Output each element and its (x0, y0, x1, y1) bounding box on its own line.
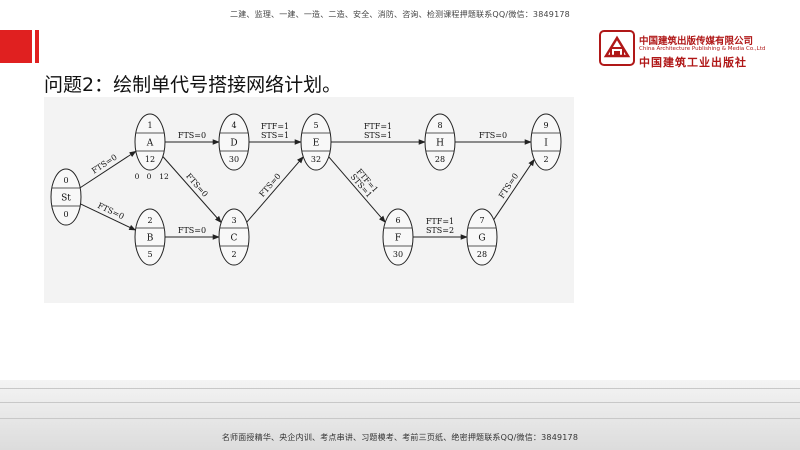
node-I: 9I 2 (530, 113, 562, 171)
node-number: 5 (313, 121, 318, 130)
node-G: 7G 28 (466, 208, 498, 266)
node-D: 4D 30 (218, 113, 250, 171)
node-number: 8 (437, 121, 442, 130)
link-E-F (328, 156, 386, 223)
publisher-name-en: China Architecture Publishing & Media Co… (639, 46, 766, 52)
link-G-I (493, 158, 535, 220)
accent-bar-thin (35, 30, 39, 63)
node-duration: 12 (145, 155, 155, 164)
link-label: FTS=0 (479, 131, 507, 140)
node-name: C (231, 234, 238, 244)
node-name: E (313, 139, 320, 149)
node-duration: 2 (543, 155, 548, 164)
node-duration: 28 (477, 250, 487, 259)
accent-bar (0, 30, 32, 63)
link-A-C (162, 156, 222, 224)
node-number: 3 (231, 216, 236, 225)
node-duration: 0 (63, 210, 68, 219)
header-note: 二建、监理、一建、一造、二造、安全、消防、咨询、检测课程押题联系QQ/微信：38… (230, 10, 570, 19)
node-number: 4 (231, 121, 236, 130)
link-label: FTF=1 (364, 122, 392, 131)
node-duration: 2 (231, 250, 236, 259)
node-name: H (436, 139, 444, 149)
node-name: St (61, 194, 71, 204)
node-name: A (146, 139, 154, 149)
publisher-logo-icon (599, 30, 635, 66)
node-name: D (230, 139, 237, 149)
node-ellipse (382, 208, 414, 266)
node-a-time-0: 0 (135, 172, 140, 181)
question-title: 问题2：绘制单代号搭接网络计划。 (44, 74, 342, 96)
node-number: 7 (479, 216, 484, 225)
footer-note: 名师面授精华、央企内训、考点串讲、习题模考、考前三页纸、绝密押题联系QQ/微信：… (221, 433, 579, 442)
publisher-name-2: 中国建筑工业出版社 (639, 56, 747, 69)
node-E: 5E 32 (300, 113, 332, 171)
link-C-E (246, 156, 304, 223)
node-name: I (544, 139, 548, 149)
node-name: F (395, 234, 401, 244)
node-ellipse (300, 113, 332, 171)
node-name: G (478, 234, 485, 244)
node-ellipse (134, 208, 166, 266)
floor-background (0, 380, 800, 450)
node-B: 2B 5 (134, 208, 166, 266)
link-label: FTS=0 (178, 131, 206, 140)
node-a-time-2: 12 (159, 172, 169, 181)
link-St-A (79, 150, 137, 189)
node-ellipse (424, 113, 456, 171)
node-name: B (147, 234, 154, 244)
link-St-B (80, 203, 137, 231)
node-number: 9 (543, 121, 548, 130)
link-label: FTS=0 (178, 226, 206, 235)
node-ellipse (134, 113, 166, 171)
link-label-2: STS=2 (426, 226, 454, 235)
link-label-2: STS=1 (364, 131, 392, 140)
network-svg: FTS=0FTS=0FTS=0FTS=0FTS=0FTF=1STS=1FTS=0… (50, 113, 562, 266)
node-a-time-1: 0 (147, 172, 152, 181)
node-ellipse (218, 113, 250, 171)
node-duration: 30 (393, 250, 403, 259)
link-label: FTF=1 (426, 217, 454, 226)
node-A: 1A 12 (134, 113, 166, 171)
node-number: 0 (63, 176, 68, 185)
node-duration: 28 (435, 155, 445, 164)
link-label: FTF=1 (261, 122, 289, 131)
node-C: 3C 2 (218, 208, 250, 266)
node-H: 8H 28 (424, 113, 456, 171)
node-F: 6F 30 (382, 208, 414, 266)
publisher-name: 中国建筑出版传媒有限公司 (639, 36, 754, 47)
node-number: 2 (147, 216, 152, 225)
node-ellipse (218, 208, 250, 266)
node-duration: 30 (229, 155, 239, 164)
node-ellipse (50, 168, 82, 226)
node-number: 1 (147, 121, 152, 130)
node-ellipse (530, 113, 562, 171)
node-ellipse (466, 208, 498, 266)
node-duration: 32 (311, 155, 321, 164)
publisher-logo: 中国建筑出版传媒有限公司 China Architecture Publishi… (599, 30, 789, 70)
node-number: 6 (395, 216, 400, 225)
node-duration: 5 (147, 250, 152, 259)
link-label-2: STS=1 (261, 131, 289, 140)
